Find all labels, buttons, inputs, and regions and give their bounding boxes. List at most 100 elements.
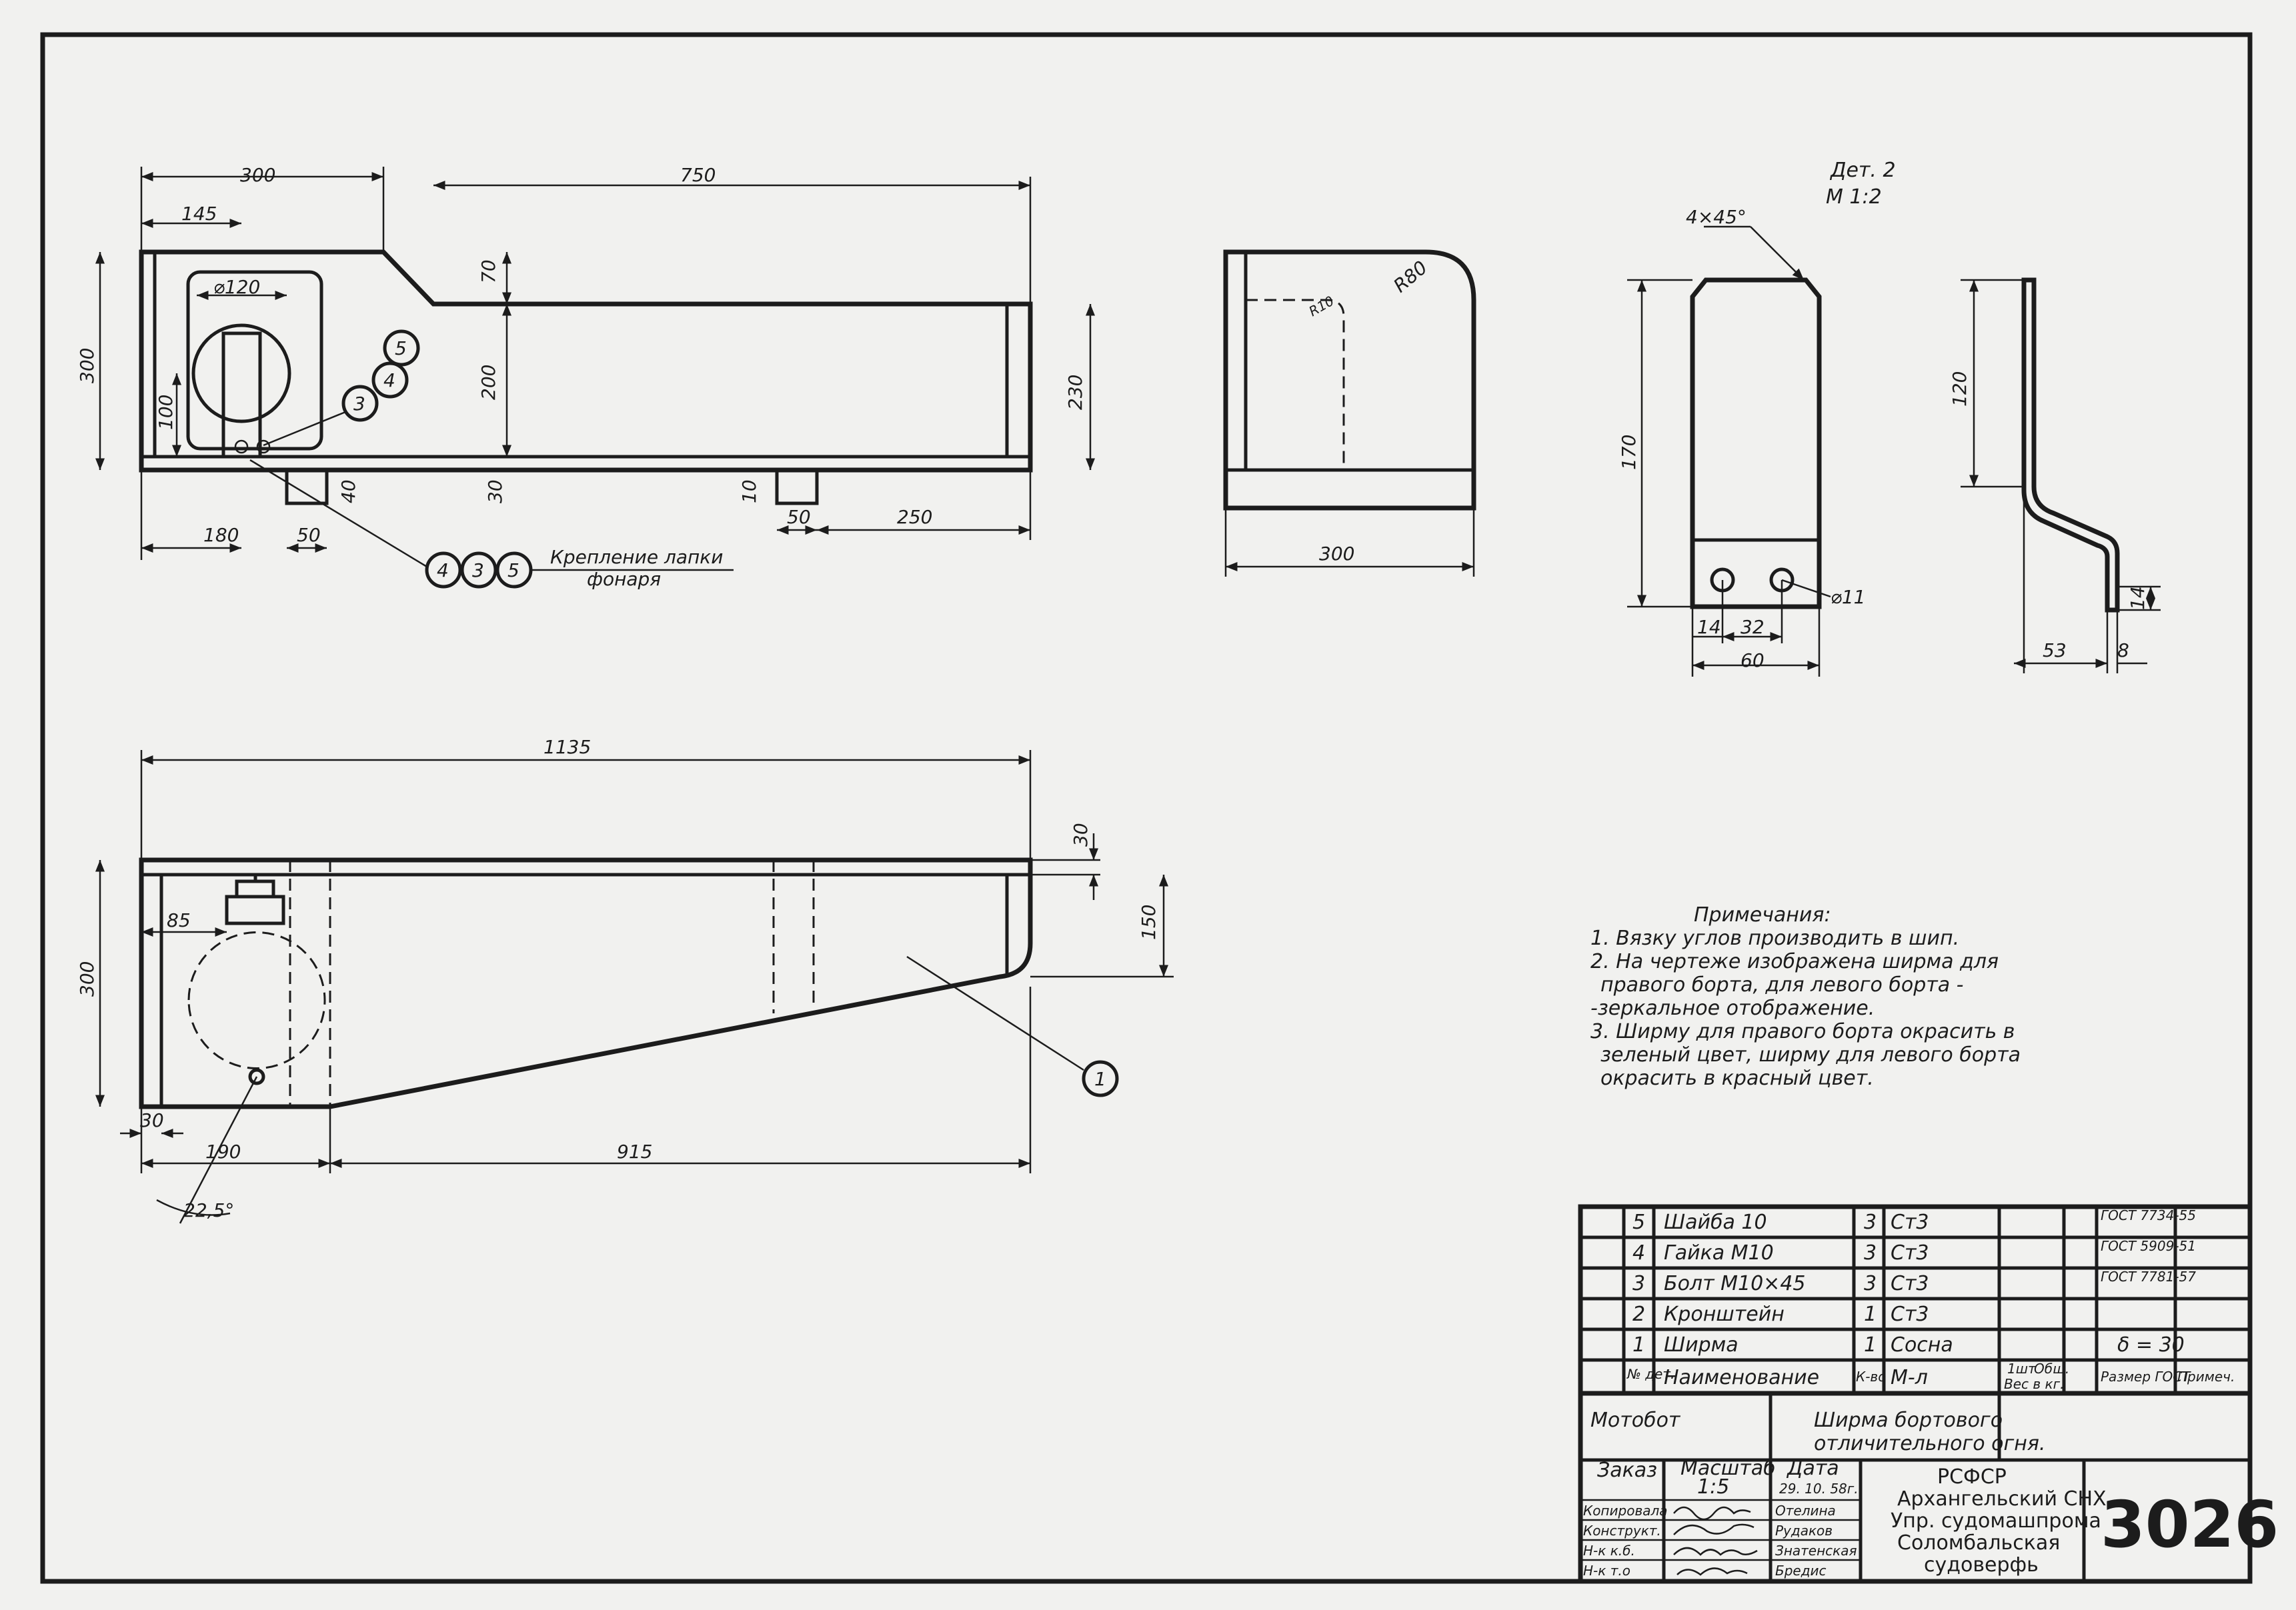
part-title-line2: отличительного огня. <box>1814 1432 2045 1455</box>
bom-row-1-name: Ширма <box>1664 1333 1739 1357</box>
dim-14-side: 14 <box>2127 586 2149 610</box>
bom-row-5-num: 5 <box>1632 1211 1645 1234</box>
dim-40: 40 <box>337 479 359 503</box>
bom-row-4-qty: 3 <box>1864 1241 1877 1265</box>
dim-r10: R10 <box>1306 293 1337 319</box>
role-head-to-label: Н-к т.о <box>1583 1563 1630 1579</box>
dim-750: 750 <box>680 164 716 186</box>
bom-row-1-gost: δ = 30 <box>2117 1333 2185 1357</box>
org-line-5: судоверфь <box>1924 1553 2039 1577</box>
role-head-kb-label: Н-к к.б. <box>1583 1543 1635 1559</box>
balloon-1: 1 <box>1094 1068 1106 1090</box>
note-line-2: 2. На чертеже изображена ширма для <box>1590 950 1999 973</box>
bom-row-4: 4 Гайка М10 3 Ст3 ГОСТ 5909-51 <box>1632 1238 2196 1265</box>
bom-row-1: 1 Ширма 1 Сосна δ = 30 <box>1632 1333 2185 1357</box>
fastening-callout <box>249 459 734 589</box>
notes-heading: Примечания: <box>1694 903 1831 927</box>
dim-14-bracket: 14 <box>1697 616 1721 638</box>
part-title-line1: Ширма бортового <box>1814 1409 2003 1432</box>
signature-1 <box>1673 1506 1751 1521</box>
note-line-3: правого борта, для левого борта - <box>1600 973 1964 997</box>
dim-30-vertical: 30 <box>484 479 506 503</box>
bom-row-3-num: 3 <box>1632 1272 1645 1295</box>
bom-header-note: Примеч. <box>2177 1369 2235 1385</box>
note-line-1: 1. Вязку углов производить в шип. <box>1590 927 1959 950</box>
org-line-1: РСФСР <box>1937 1465 2007 1489</box>
dim-d11: ⌀11 <box>1831 586 1866 608</box>
bom-table <box>1578 1204 2253 1396</box>
front-view <box>95 167 1095 560</box>
dim-250: 250 <box>897 506 932 528</box>
plan-view <box>95 750 1174 1224</box>
note-line-4: -зеркальное отображение. <box>1590 997 1875 1020</box>
bom-row-1-qty: 1 <box>1864 1333 1877 1357</box>
dim-50b: 50 <box>787 506 811 528</box>
bom-row-3-qty: 3 <box>1864 1272 1877 1295</box>
dim-30-plan-bottom: 30 <box>140 1109 164 1131</box>
bom-row-2-qty: 1 <box>1864 1303 1877 1326</box>
drawing-number: 3026 <box>2101 1487 2279 1562</box>
fastening-label-2: фонаря <box>587 568 661 590</box>
role-copied-name: Отелина <box>1775 1503 1836 1519</box>
role-copied-label: Копировала <box>1583 1503 1668 1519</box>
dim-180: 180 <box>203 524 239 546</box>
bom-row-4-gost: ГОСТ 5909-51 <box>2101 1238 2196 1254</box>
dim-300-side: 300 <box>1319 543 1354 565</box>
bom-row-2-name: Кронштейн <box>1664 1303 1785 1326</box>
dim-70: 70 <box>477 259 499 283</box>
bom-row-5-material: Ст3 <box>1891 1211 1929 1234</box>
dim-8: 8 <box>2117 639 2129 661</box>
bom-row-4-name: Гайка М10 <box>1664 1241 1774 1265</box>
date-label: Дата <box>1786 1457 1839 1480</box>
dim-60: 60 <box>1741 649 1765 671</box>
bom-row-5: 5 Шайба 10 3 Ст3 ГОСТ 7734-55 <box>1632 1207 2196 1234</box>
balloon-group-top <box>263 329 420 447</box>
signature-4 <box>1676 1567 1748 1576</box>
bom-row-3-name: Болт М10×45 <box>1664 1272 1806 1295</box>
dim-120: 120 <box>1949 371 1971 407</box>
org-line-3: Упр. судомашпрома <box>1891 1509 2101 1533</box>
dim-d120: ⌀120 <box>213 276 260 298</box>
bom-row-1-material: Сосна <box>1891 1333 1953 1357</box>
bracket-front <box>1627 225 1831 677</box>
bom-header-weight-label: Вес в кг. <box>2004 1376 2064 1392</box>
dim-chamfer: 4×45° <box>1686 206 1747 228</box>
org-line-4: Соломбальская <box>1897 1531 2060 1555</box>
bom-row-4-material: Ст3 <box>1891 1241 1929 1265</box>
dim-1135: 1135 <box>543 736 591 758</box>
bom-header-num: № дет. <box>1626 1366 1674 1382</box>
detail2-title: Дет. 2 <box>1829 159 1896 182</box>
bom-header-weight-one: 1шт <box>2007 1361 2037 1377</box>
dim-230: 230 <box>1064 375 1086 410</box>
bom-header-size: Размер ГОСТ <box>2101 1369 2191 1385</box>
dim-r80: R80 <box>1389 257 1431 297</box>
dim-53: 53 <box>2043 639 2067 661</box>
dim-50a: 50 <box>297 524 321 546</box>
bom-row-5-gost: ГОСТ 7734-55 <box>2101 1207 2196 1223</box>
bom-header-qty: К-во <box>1856 1369 1886 1385</box>
bom-row-3: 3 Болт М10×45 3 Ст3 ГОСТ 7781-57 <box>1632 1269 2196 1295</box>
dim-300-plan: 300 <box>76 961 98 997</box>
bom-row-4-num: 4 <box>1632 1241 1645 1265</box>
balloon-4: 4 <box>383 369 395 391</box>
fastening-balloon-5: 5 <box>507 559 519 581</box>
dim-angle: 22,5° <box>183 1199 234 1221</box>
dim-30-plan: 30 <box>1070 823 1092 847</box>
date-value: 29. 10. 58г. <box>1779 1481 1859 1497</box>
dim-300-top: 300 <box>240 164 275 186</box>
dim-190: 190 <box>205 1141 241 1163</box>
bom-header: № дет. Наименование К-во М-л 1шт Общ. Ве… <box>1626 1361 2235 1392</box>
bracket-side <box>1961 277 2161 673</box>
order-label: Заказ <box>1597 1459 1657 1482</box>
dim-300-left: 300 <box>76 348 98 383</box>
scale-value: 1:5 <box>1697 1475 1729 1499</box>
side-view <box>1223 249 1476 577</box>
dim-170: 170 <box>1618 435 1640 470</box>
scale-label: Масштаб <box>1680 1457 1776 1480</box>
dim-150: 150 <box>1138 905 1160 940</box>
bom-row-1-num: 1 <box>1632 1333 1645 1357</box>
note-line-6: зеленый цвет, ширму для левого борта <box>1600 1043 2021 1067</box>
bom-header-name: Наименование <box>1664 1366 1819 1389</box>
bom-row-5-qty: 3 <box>1864 1211 1877 1234</box>
dim-915: 915 <box>617 1141 652 1163</box>
